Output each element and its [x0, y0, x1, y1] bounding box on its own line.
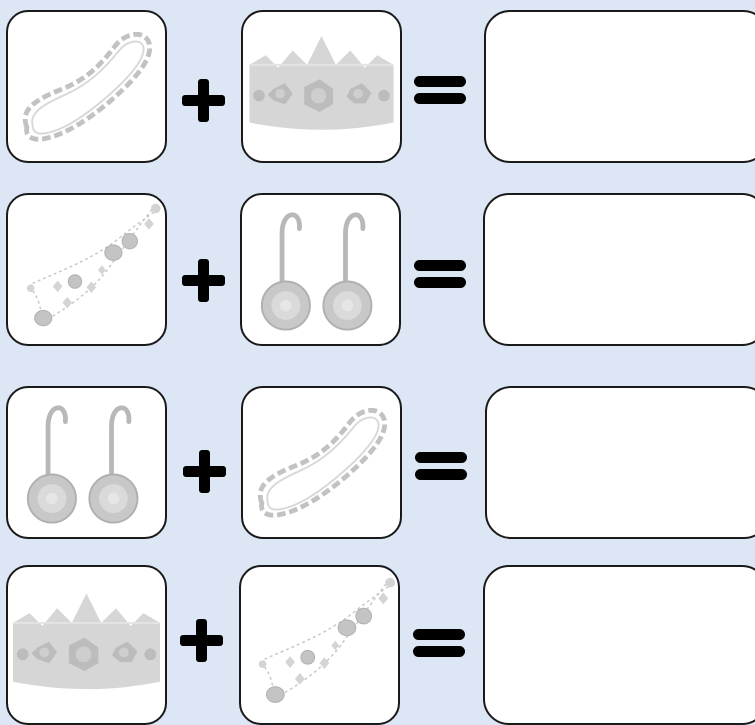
chain-necklace-icon [243, 388, 400, 537]
answer-box-row3[interactable] [485, 386, 755, 539]
bead-necklace-card-row2 [6, 193, 167, 346]
equals-icon [414, 260, 466, 288]
plus-icon [180, 619, 223, 662]
answer-box-row1[interactable] [484, 10, 755, 163]
earrings-icon [242, 195, 399, 344]
earrings-card-row3 [6, 386, 167, 539]
crown-card-row4 [6, 565, 167, 725]
answer-box-row4[interactable] [483, 565, 755, 725]
answer-box-row2[interactable] [483, 193, 755, 346]
plus-icon [182, 259, 225, 302]
crown-card-row1 [241, 10, 402, 163]
chain-necklace-card-row3 [241, 386, 402, 539]
bead-necklace-icon [241, 567, 398, 723]
earrings-card-row2 [240, 193, 401, 346]
chain-necklace-card-row1 [6, 10, 167, 163]
plus-icon [182, 79, 225, 122]
equals-icon [413, 629, 465, 657]
plus-icon [183, 450, 226, 493]
bead-necklace-icon [8, 195, 165, 344]
crown-icon [243, 12, 400, 161]
equals-icon [415, 452, 467, 480]
chain-necklace-icon [8, 12, 165, 161]
earrings-icon [8, 388, 165, 537]
crown-icon [8, 567, 165, 723]
bead-necklace-card-row4 [239, 565, 400, 725]
equals-icon [414, 76, 466, 104]
